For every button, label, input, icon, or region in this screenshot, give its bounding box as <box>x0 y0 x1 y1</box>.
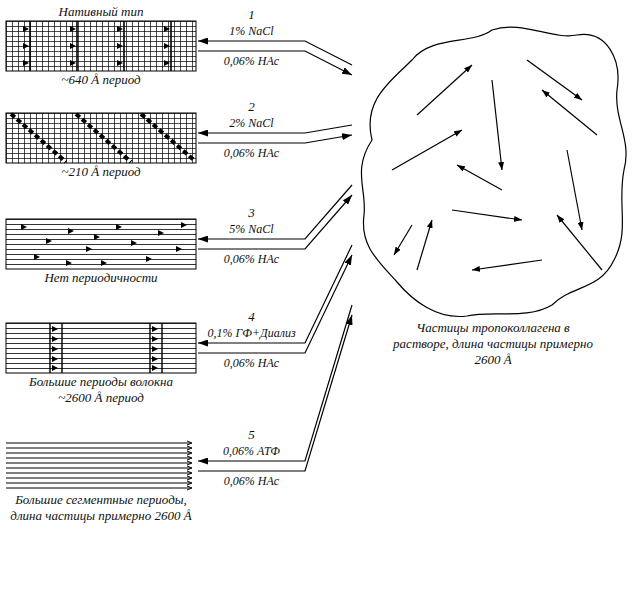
solution-blob <box>361 27 626 316</box>
condition-label: 0,06% HAc <box>222 474 281 488</box>
long-spacing-fibril <box>6 323 196 373</box>
native-fibril <box>6 21 196 71</box>
callout-number: 4 <box>246 309 257 324</box>
segment-particles <box>6 441 192 490</box>
tropocollagen-arrows <box>392 60 602 270</box>
caption-text: Большие сегментные периоды, длина частиц… <box>4 492 198 524</box>
fibril-outline <box>6 21 196 71</box>
condition-label: 2% NaCl <box>227 116 275 130</box>
fibril-panel: Нет периодичности <box>4 218 198 286</box>
reaction-arrow <box>198 135 352 143</box>
fibril-panel: ~210 Å период <box>4 112 198 180</box>
fibril-outline <box>6 219 196 269</box>
fibril-panel: Большие сегментные периоды, длина частиц… <box>4 440 198 524</box>
condition-label: 0,06% HAc <box>222 356 281 370</box>
fibril-outline <box>6 113 196 163</box>
reaction-arrow <box>198 51 352 75</box>
callout-number: 2 <box>246 99 257 114</box>
condition-label: 1% NaCl <box>227 24 275 38</box>
reaction-arrow <box>198 245 352 343</box>
condition-label: 0,06% АТФ <box>221 444 282 458</box>
scattered-triangles <box>21 222 187 266</box>
diagonal-band <box>11 114 195 162</box>
condition-label: 5% NaCl <box>227 222 275 236</box>
caption-text: ~2600 Å период <box>4 390 198 406</box>
condition-label: 0,06% HAc <box>222 146 281 160</box>
fibril-random <box>6 219 196 269</box>
callout-number: 5 <box>246 427 257 442</box>
fibril-panel: Большие периоды волокна~2600 Å период <box>4 322 198 406</box>
band-triangles <box>52 326 158 371</box>
band-line <box>30 21 171 71</box>
band-line <box>50 323 162 373</box>
caption-text: ~210 Å период <box>4 164 198 180</box>
caption-text: Нет периодичности <box>4 270 198 286</box>
condition-label: 0,06% HAc <box>222 252 281 266</box>
caption-text: Большие периоды волокна <box>4 374 198 390</box>
band-triangles <box>23 26 170 66</box>
reaction-arrow <box>198 185 352 239</box>
fibril-outline <box>6 323 196 373</box>
blob-outline <box>361 27 626 316</box>
caption-text: ~640 Å период <box>4 72 198 88</box>
reaction-arrow <box>198 305 352 461</box>
condition-label: 0,06% HAc <box>222 54 281 68</box>
condition-label: 0,1% ГФ+Диализ <box>205 326 297 340</box>
reaction-arrow <box>198 255 352 353</box>
solution-region: Частицы тропоколлагена в растворе, длина… <box>352 20 634 368</box>
callout-number: 3 <box>246 205 257 220</box>
fibril-panel: Нативный тип ~640 Å период <box>4 4 198 88</box>
reaction-arrow <box>198 195 352 249</box>
caption-text: Нативный тип <box>4 4 198 20</box>
particle-lines <box>6 441 192 490</box>
caption-text: Частицы тропоколлагена в растворе, длина… <box>388 320 598 368</box>
reaction-arrow <box>198 315 352 471</box>
fibril-210 <box>6 113 196 163</box>
callout-number: 1 <box>246 7 257 22</box>
